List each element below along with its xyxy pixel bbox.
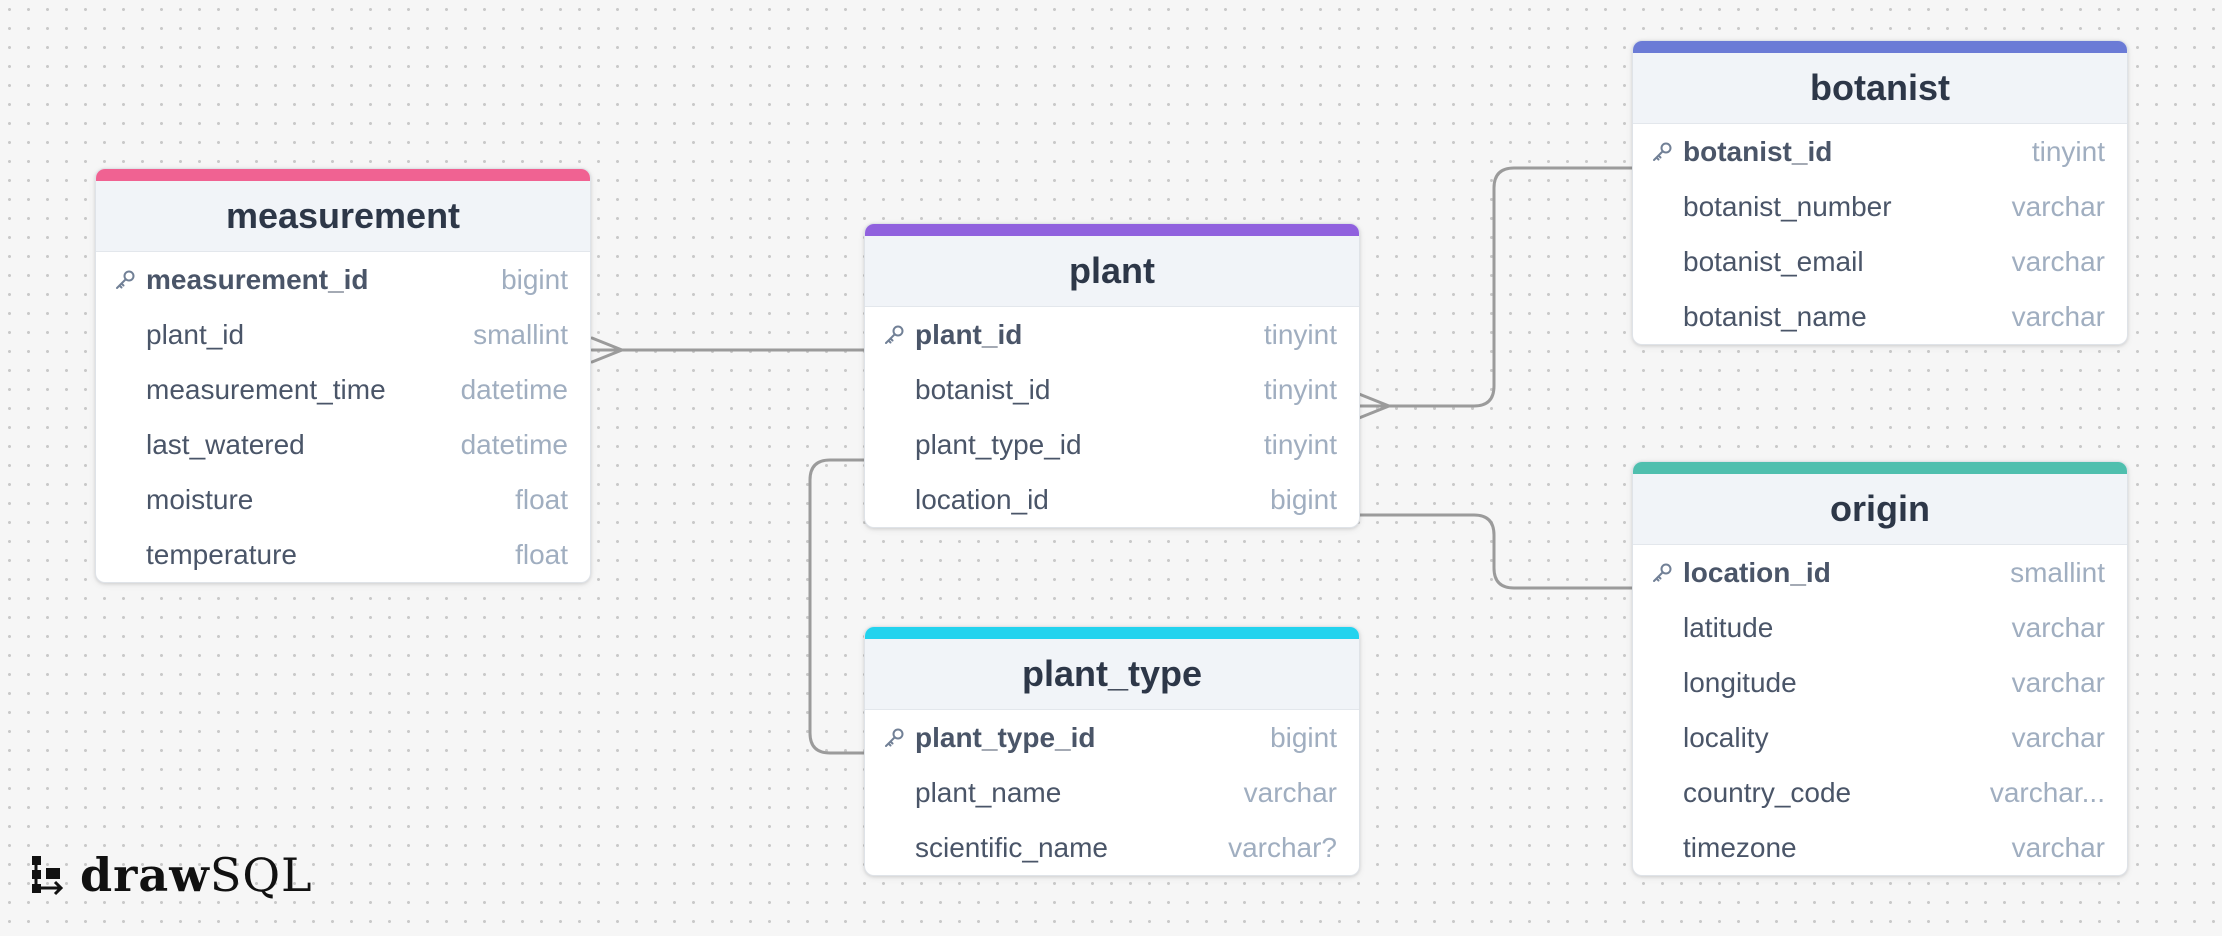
drawsql-logo-icon — [32, 856, 64, 896]
connector-plant-origin[interactable] — [1357, 513, 1634, 590]
table-title: botanist — [1633, 53, 2127, 124]
column-type: tinyint — [1263, 428, 1337, 460]
crowfoot-plant-botanist — [1357, 392, 1391, 420]
column-row[interactable]: botanist_name varchar — [1633, 289, 2127, 344]
logo-text-sql: SQL — [209, 848, 313, 902]
table-color-bar — [1633, 462, 2127, 474]
column-name: longitude — [1683, 666, 1797, 698]
column-type: smallint — [473, 318, 568, 350]
column-row[interactable]: plant_id smallint — [96, 307, 590, 362]
column-name: botanist_number — [1683, 190, 1892, 222]
table-color-bar — [96, 169, 590, 181]
column-type: float — [515, 483, 568, 515]
table-title: plant_type — [865, 639, 1359, 710]
column-type: bigint — [1270, 483, 1337, 515]
column-name: plant_type_id — [915, 721, 1096, 753]
table-title: origin — [1633, 474, 2127, 545]
column-name: plant_type_id — [915, 428, 1082, 460]
column-name: location_id — [915, 483, 1049, 515]
column-row[interactable]: plant_id tinyint — [865, 307, 1359, 362]
column-type: varchar — [1243, 776, 1337, 808]
table-title: measurement — [96, 181, 590, 252]
column-name: moisture — [146, 483, 254, 515]
key-icon — [885, 728, 904, 747]
column-row[interactable]: country_code varchar... — [1633, 765, 2127, 820]
column-row[interactable]: botanist_email varchar — [1633, 234, 2127, 289]
column-name: timezone — [1683, 831, 1797, 863]
key-icon — [1653, 563, 1672, 582]
column-type: datetime — [460, 373, 568, 405]
column-name: botanist_name — [1683, 300, 1867, 332]
column-name: measurement_time — [146, 373, 386, 405]
column-name: country_code — [1683, 776, 1852, 808]
column-row[interactable]: location_id bigint — [865, 472, 1359, 527]
table-measurement[interactable]: measurement measurement_id bigint plant_… — [95, 168, 591, 583]
table-color-bar — [865, 627, 1359, 639]
column-type: tinyint — [1263, 373, 1337, 405]
drawsql-wordmark: drawSQL — [80, 848, 313, 902]
column-row[interactable]: locality varchar — [1633, 710, 2127, 765]
key-icon — [885, 325, 904, 344]
column-name: measurement_id — [146, 263, 369, 295]
table-origin[interactable]: origin location_id smallint latitude var… — [1632, 461, 2128, 876]
column-name: locality — [1683, 721, 1769, 753]
column-type: varchar... — [1989, 776, 2105, 808]
column-type: varchar — [2011, 721, 2105, 753]
crowfoot-measurement — [590, 336, 624, 364]
column-row[interactable]: latitude varchar — [1633, 600, 2127, 655]
table-plant[interactable]: plant plant_id tinyint botanist_id tinyi… — [864, 223, 1360, 528]
column-name: plant_id — [146, 318, 245, 350]
column-type: varchar — [2011, 611, 2105, 643]
connector-plant-botanist[interactable] — [1357, 166, 1634, 408]
column-name: temperature — [146, 538, 297, 570]
column-type: bigint — [501, 263, 568, 295]
column-type: tinyint — [2031, 135, 2105, 167]
column-row[interactable]: botanist_id tinyint — [1633, 124, 2127, 179]
column-name: plant_name — [915, 776, 1062, 808]
column-row[interactable]: scientific_name varchar? — [865, 820, 1359, 875]
column-row[interactable]: last_watered datetime — [96, 417, 590, 472]
column-row[interactable]: plant_name varchar — [865, 765, 1359, 820]
column-name: botanist_id — [1683, 135, 1833, 167]
column-name: location_id — [1683, 556, 1831, 588]
column-row[interactable]: temperature float — [96, 527, 590, 582]
table-plant-type[interactable]: plant_type plant_type_id bigint plant_na… — [864, 626, 1360, 876]
table-botanist[interactable]: botanist botanist_id tinyint botanist_nu… — [1632, 40, 2128, 345]
column-type: smallint — [2010, 556, 2105, 588]
column-row[interactable]: timezone varchar — [1633, 820, 2127, 875]
column-name: botanist_email — [1683, 245, 1864, 277]
key-icon — [116, 270, 135, 289]
column-row[interactable]: plant_type_id bigint — [865, 710, 1359, 765]
logo-text-draw: draw — [80, 848, 210, 902]
column-type: varchar? — [1228, 831, 1337, 863]
column-row[interactable]: measurement_time datetime — [96, 362, 590, 417]
column-type: varchar — [2011, 831, 2105, 863]
column-row[interactable]: botanist_id tinyint — [865, 362, 1359, 417]
column-name: last_watered — [146, 428, 305, 460]
column-name: latitude — [1683, 611, 1774, 643]
table-title: plant — [865, 236, 1359, 307]
column-type: varchar — [2011, 300, 2105, 332]
column-row[interactable]: botanist_number varchar — [1633, 179, 2127, 234]
column-row[interactable]: moisture float — [96, 472, 590, 527]
key-icon — [1653, 142, 1672, 161]
column-name: scientific_name — [915, 831, 1108, 863]
connector-plant-planttype[interactable] — [808, 458, 866, 755]
column-row[interactable]: longitude varchar — [1633, 655, 2127, 710]
table-color-bar — [1633, 41, 2127, 53]
column-name: plant_id — [915, 318, 1023, 350]
column-type: varchar — [2011, 666, 2105, 698]
column-row[interactable]: plant_type_id tinyint — [865, 417, 1359, 472]
column-type: bigint — [1270, 721, 1337, 753]
table-color-bar — [865, 224, 1359, 236]
column-name: botanist_id — [915, 373, 1051, 405]
column-type: tinyint — [1263, 318, 1337, 350]
column-row[interactable]: location_id smallint — [1633, 545, 2127, 600]
column-type: varchar — [2011, 190, 2105, 222]
column-type: float — [515, 538, 568, 570]
drawsql-logo: drawSQL — [30, 848, 313, 902]
column-row[interactable]: measurement_id bigint — [96, 252, 590, 307]
column-type: varchar — [2011, 245, 2105, 277]
column-type: datetime — [460, 428, 568, 460]
